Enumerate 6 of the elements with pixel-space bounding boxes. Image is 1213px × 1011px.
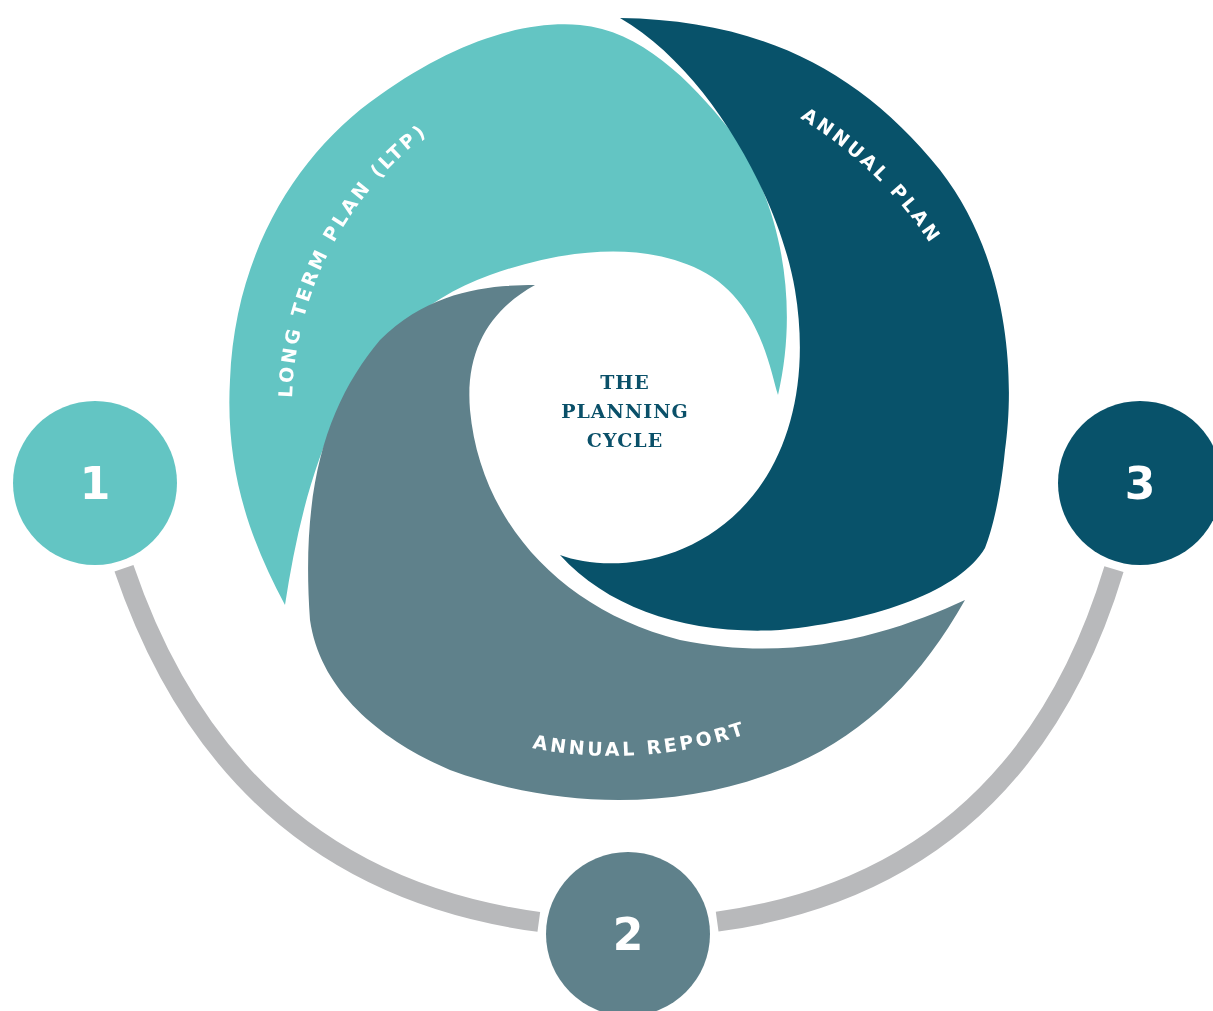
step-number: 2 [612, 908, 644, 960]
center-title: THE PLANNING CYCLE [560, 370, 690, 453]
connector-arc [114, 564, 541, 932]
step-number: 1 [79, 457, 111, 509]
step-number: 3 [1124, 457, 1156, 509]
connector-arc [715, 565, 1124, 932]
